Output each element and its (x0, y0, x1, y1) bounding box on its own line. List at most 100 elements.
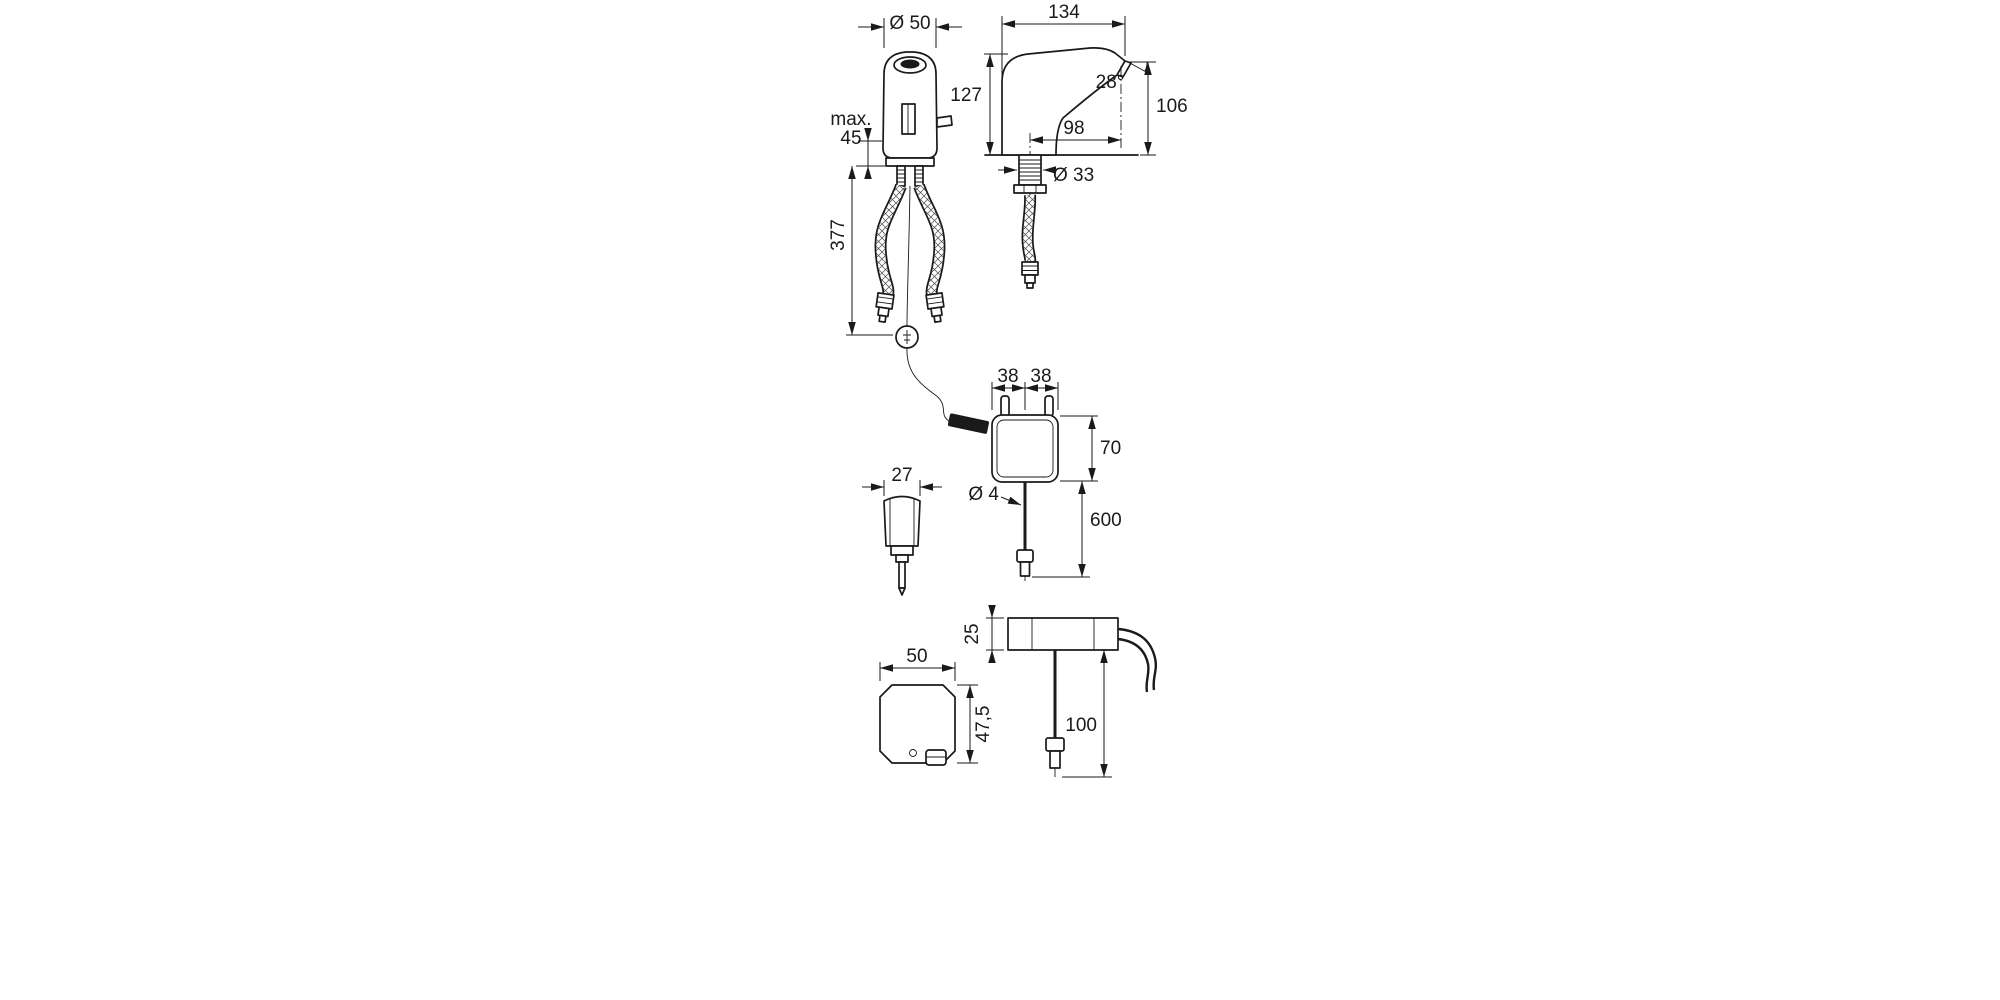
hose-fitting-right (925, 292, 945, 323)
dim-shank-diameter: Ø 33 (998, 165, 1094, 186)
angle-construction (1127, 61, 1156, 75)
shank-nut (1013, 184, 1047, 194)
sensor-cable-upper (906, 185, 911, 327)
side-lever (936, 115, 953, 128)
dim-label-shank-diameter: Ø 33 (1053, 165, 1094, 186)
faucet-side-view: 134 28° 127 106 98 (950, 2, 1188, 289)
dim-octagon-depth: 47,5 (957, 684, 994, 764)
dim-label-outlet-height: 106 (1156, 96, 1188, 117)
dim-label-outlet-angle: 28° (1096, 72, 1125, 93)
housing-gland (925, 749, 947, 766)
control-box-drawing: 25 100 (962, 605, 1158, 778)
dim-top-diameter: Ø 50 (858, 13, 962, 48)
dim-plug-width: 27 (862, 465, 942, 496)
dim-label-plug-width: 27 (891, 465, 912, 486)
plug-body-lines (889, 499, 915, 546)
dim-label-octagon-depth: 47,5 (973, 706, 994, 743)
dim-label-top-diameter: Ø 50 (889, 13, 930, 34)
stud-left (896, 165, 906, 187)
sensor-window (901, 103, 916, 135)
faucet-front-view: Ø 50 max. 45 377 (828, 13, 990, 434)
dim-label-width-left: 38 (997, 366, 1018, 387)
base-plate (885, 157, 935, 167)
dim-label-width-right: 38 (1030, 366, 1051, 387)
hose-side (1021, 194, 1037, 264)
dim-clamp-range: max. 45 (830, 109, 885, 179)
control-box-cable-2 (1117, 637, 1150, 693)
nut-facets (926, 296, 944, 305)
nut-facets (876, 296, 894, 305)
cable-connector-collar (1016, 549, 1034, 563)
faucet-front-body (882, 51, 938, 159)
dim-depth: 134 (1001, 2, 1126, 78)
box-connector-collar (1045, 737, 1065, 752)
dim-label-max: max. (830, 109, 871, 130)
dim-label-cable-diameter: Ø 4 (968, 484, 999, 505)
control-box-body (1007, 617, 1119, 651)
dim-label-depth: 134 (1048, 2, 1080, 23)
battery-plug-drawing: 27 (862, 465, 942, 596)
control-box-cable-1 (1117, 627, 1158, 691)
dim-cable-diameter: Ø 4 (968, 484, 1022, 506)
fitting-collar (1024, 274, 1036, 284)
hose-right (913, 183, 946, 298)
hose-left (874, 183, 907, 298)
dim-label-octagon-width: 50 (906, 646, 927, 667)
fitting-tip (1026, 282, 1034, 289)
dim-label-height: 127 (950, 85, 982, 106)
hose-fitting-side (1021, 261, 1039, 289)
control-box-top-view: 50 47,5 (879, 646, 994, 766)
control-box-seams (1031, 618, 1095, 650)
dim-label-box-cable-length: 100 (1065, 715, 1097, 736)
dim-cable-length: 600 (1032, 481, 1122, 578)
plug-step (895, 554, 909, 563)
cable-connector-barrel (1019, 561, 1031, 577)
connector-symbol-glyph (903, 330, 911, 344)
dim-box-height: 25 (962, 605, 1004, 663)
stud-right (914, 165, 924, 187)
hose-braid (915, 184, 944, 297)
ext-lines (986, 617, 1004, 651)
plug-collar (890, 545, 914, 556)
hose-fitting-left (875, 292, 895, 323)
fitting-nut (1021, 261, 1039, 276)
power-supply-drawing: 38 38 70 Ø 4 600 (968, 366, 1122, 581)
box-connector-barrel (1049, 750, 1061, 769)
plug-pin-tip (898, 587, 906, 596)
dim-outlet-height: 106 (1140, 62, 1188, 156)
dim-label-adapter-height: 70 (1100, 438, 1121, 459)
dim-adapter-height: 70 (1060, 415, 1121, 482)
thread-lines (897, 169, 923, 183)
plug-pin (898, 561, 906, 589)
dim-label-reach: 98 (1063, 118, 1084, 139)
sensor-window-dark (900, 59, 920, 69)
hose-braid (876, 184, 905, 297)
dim-hose-length: 377 (828, 166, 893, 336)
power-adapter-body (991, 414, 1059, 483)
nut-facets (1023, 185, 1037, 193)
leader-arrow (1000, 496, 1022, 506)
dim-height: 127 (950, 53, 1008, 155)
dim-octagon-width: 50 (879, 646, 956, 681)
dim-adapter-widths: 38 38 (991, 366, 1059, 410)
dim-label-cable-length: 600 (1090, 510, 1122, 531)
dim-label-max-value: 45 (840, 128, 861, 149)
dim-box-cable-length: 100 (1062, 650, 1112, 778)
nut-facets (1022, 265, 1038, 271)
sensor-cable-lower (906, 347, 950, 422)
adapter-prong-left (1000, 395, 1010, 417)
adapter-inner-line (996, 419, 1054, 478)
hose-braid (1023, 194, 1035, 264)
battery-plug-body (883, 495, 921, 547)
fitting-tip (878, 314, 887, 323)
housing-screw (909, 749, 917, 757)
fitting-tip (933, 314, 942, 323)
dim-label-box-height: 25 (962, 623, 983, 644)
sensor-cable-plug (947, 413, 990, 434)
dim-label-hose-length: 377 (828, 219, 849, 251)
shank-threads (1019, 159, 1041, 181)
plug-black-body (947, 413, 990, 434)
adapter-prong-right (1044, 395, 1054, 417)
